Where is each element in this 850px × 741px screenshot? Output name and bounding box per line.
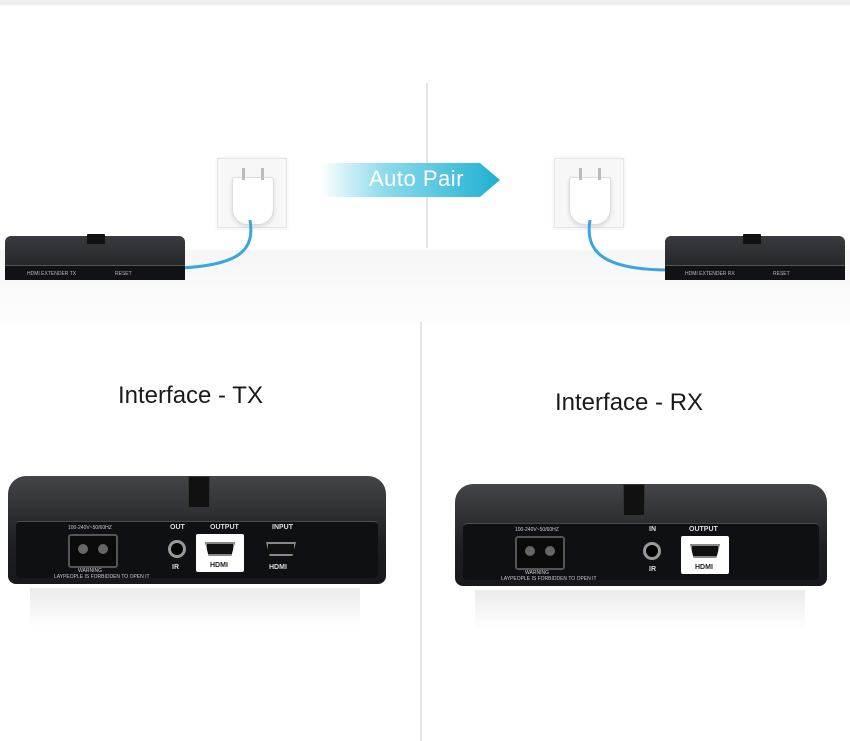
rx-output-port-box: HDMI	[681, 536, 729, 574]
tx-power-inlet	[68, 534, 118, 568]
rx-output-hdmi-port	[690, 544, 720, 558]
tx-hdmi-label-1: HDMI	[210, 562, 228, 569]
rx-power-inlet	[515, 536, 565, 570]
rx-device-small: HDMI EXTENDER RX RESET	[665, 234, 845, 280]
rx-port-panel: 100-240V~50/60HZ WARNING LAYPEOPLE IS FO…	[463, 523, 819, 582]
tx-device-small: HDMI EXTENDER TX RESET	[5, 234, 185, 280]
tx-power-rating: 100-240V~50/60HZ	[68, 525, 112, 531]
rx-reflection	[475, 590, 805, 630]
tx-output-port-box: HDMI	[196, 534, 244, 572]
tx-interface-device: 100-240V~50/60HZ WARNING LAYPEOPLE IS FO…	[8, 476, 386, 584]
rx-interface-device: 100-240V~50/60HZ WARNING LAYPEOPLE IS FO…	[455, 484, 827, 586]
tx-ir-jack	[168, 540, 186, 558]
tx-ir-label: IR	[172, 564, 179, 571]
tx-reset-label: RESET	[115, 271, 132, 277]
cable-tx	[180, 220, 253, 270]
power-plug-tx	[232, 168, 274, 225]
rx-reset-label: RESET	[773, 271, 790, 277]
rx-ir-jack	[643, 542, 661, 560]
tx-output-label: OUTPUT	[210, 524, 239, 531]
tx-ir-out-label: OUT	[170, 524, 185, 531]
tx-port-panel: 100-240V~50/60HZ WARNING LAYPEOPLE IS FO…	[16, 521, 378, 580]
tx-reflection	[30, 588, 360, 628]
tx-output-hdmi-port	[205, 542, 235, 556]
tx-input-label: INPUT	[272, 524, 293, 531]
rx-top-tab	[623, 484, 645, 516]
interface-rx-title: Interface - RX	[555, 389, 704, 416]
cable-rx	[587, 220, 671, 272]
rx-small-label: HDMI EXTENDER RX	[685, 271, 735, 277]
rx-ir-in-label: IN	[649, 526, 656, 533]
rx-output-label: OUTPUT	[689, 526, 718, 533]
tx-warning-sub: LAYPEOPLE IS FORBIDDEN TO OPEN IT	[54, 574, 150, 580]
tx-warning: WARNING	[78, 568, 102, 574]
divider-bottom	[420, 322, 422, 741]
top-bar	[0, 0, 850, 5]
tx-small-label: HDMI EXTENDER TX	[27, 271, 77, 277]
rx-warning-sub: LAYPEOPLE IS FORBIDDEN TO OPEN IT	[501, 576, 597, 582]
power-plug-rx	[569, 168, 611, 225]
rx-power-rating: 100-240V~50/60HZ	[515, 527, 559, 533]
wall-socket-tx	[217, 158, 287, 228]
auto-pair-label: Auto Pair	[369, 166, 464, 191]
rx-warning: WARNING	[525, 570, 549, 576]
wall-socket-rx	[554, 158, 624, 228]
rx-hdmi-label: HDMI	[695, 564, 713, 571]
tx-input-hdmi-port	[266, 542, 296, 556]
rx-ir-label: IR	[649, 566, 656, 573]
tx-top-tab	[188, 476, 210, 508]
auto-pair-arrow	[320, 163, 500, 197]
tx-hdmi-label-2: HDMI	[269, 564, 287, 571]
interface-tx-title: Interface - TX	[118, 382, 263, 409]
